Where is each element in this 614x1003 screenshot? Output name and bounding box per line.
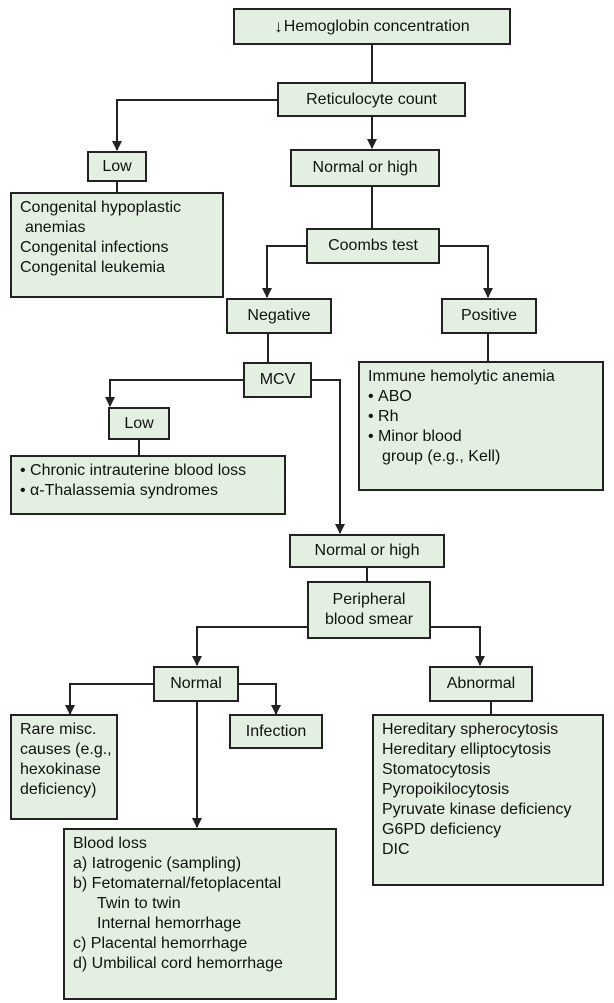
immune-item: Minor blood [368,427,594,447]
mcv-low-cause: α-Thalassemia syndromes [20,481,276,501]
abnormal-cause: Stomatocytosis [382,761,491,778]
mcv-low-causes-box: Chronic intrauterine blood loss α-Thalas… [10,455,286,515]
smear-normal-box: Normal [153,666,239,702]
immune-title: Immune hemolytic anemia [368,368,555,385]
connector-mcv-normal [311,379,345,534]
rare-causes-box: Rare misc. causes (e.g., hexokinase defi… [10,714,118,820]
abnormal-cause: Pyropoikilocytosis [382,781,510,798]
congenital-causes-box: Congenital hypoplastic anemias Congenita… [10,192,224,298]
immune-item-continuation: group (e.g., Kell) [382,448,501,465]
rare-line: Rare misc. [20,721,97,738]
abnormal-causes-box: Hereditary spherocytosis Hereditary elli… [372,714,604,886]
infection-label: Infection [245,722,307,740]
retic-low-label: Low [102,157,132,175]
abnormal-cause: Pyruvate kinase deficiency [382,801,572,818]
mcv-box: MCV [243,362,312,398]
abnormal-cause: DIC [382,841,410,858]
connector-smear-normal [192,626,308,666]
reticulocyte-label: Reticulocyte count [306,90,437,108]
infection-box: Infection [229,714,323,749]
retic-low-box: Low [87,151,147,182]
abnormal-cause: Hereditary elliptocytosis [382,741,551,758]
positive-box: Positive [441,298,537,334]
immune-item: ABO [368,387,594,407]
rare-line: deficiency) [20,781,97,798]
hemoglobin-label: Hemoglobin concentration [283,17,470,35]
coombs-box: Coombs test [306,228,440,264]
smear-line: blood smear [324,611,414,628]
retic-normal-high-label: Normal or high [312,159,418,176]
coombs-label: Coombs test [328,237,418,254]
connector-coombs-negative [262,245,307,298]
connector-normal-rare [65,683,154,715]
cause-line: Congenital leukemia [20,259,165,276]
rare-line: hexokinase [20,761,101,778]
connector-smear-abnormal [430,626,485,666]
mcv-normal-high-label: Normal or high [314,542,420,559]
retic-normal-high-box: Normal or high [290,149,440,187]
immune-item: Rh [368,407,594,427]
blood-loss-box: Blood loss a) Iatrogenic (sampling) b) F… [63,828,337,1000]
mcv-low-label: Low [124,414,154,432]
hemoglobin-box: ↓ Hemoglobin concentration [233,8,511,45]
smear-line: Peripheral [332,591,406,608]
abnormal-cause: G6PD deficiency [382,821,502,838]
negative-label: Negative [247,307,311,324]
abnormal-cause: Hereditary spherocytosis [382,721,559,738]
negative-box: Negative [226,298,332,334]
cause-line: anemias [25,219,86,236]
down-arrow-icon: ↓ [274,16,283,36]
blood-loss-item: c) Placental hemorrhage [73,935,248,952]
mcv-normal-high-box: Normal or high [289,534,445,568]
mcv-label: MCV [259,371,296,388]
blood-loss-item: b) Fetomaternal/fetoplacental [73,875,282,892]
connector-mcv-low [105,379,244,407]
positive-label: Positive [460,307,518,324]
cause-line: Congenital hypoplastic [20,199,181,216]
cause-line: Congenital infections [20,239,169,256]
abnormal-label: Abnormal [446,675,516,692]
blood-loss-subitem: Internal hemorrhage [97,915,242,932]
connector-retic-low [112,99,278,151]
smear-normal-label: Normal [170,675,222,692]
connector-coombs-positive [439,245,493,298]
blood-loss-title: Blood loss [73,835,147,852]
immune-hemolytic-box: Immune hemolytic anemia ABO Rh Minor blo… [358,361,604,491]
blood-loss-item: d) Umbilical cord hemorrhage [73,955,283,972]
blood-loss-item: a) Iatrogenic (sampling) [73,855,242,872]
abnormal-box: Abnormal [429,666,533,702]
mcv-low-box: Low [108,407,170,440]
rare-line: causes (e.g., [20,741,112,758]
smear-box: Peripheral blood smear [307,581,431,639]
blood-loss-subitem: Twin to twin [97,895,181,912]
reticulocyte-box: Reticulocyte count [277,82,466,117]
connector-normal-infection [238,683,281,715]
mcv-low-cause: Chronic intrauterine blood loss [20,461,276,481]
